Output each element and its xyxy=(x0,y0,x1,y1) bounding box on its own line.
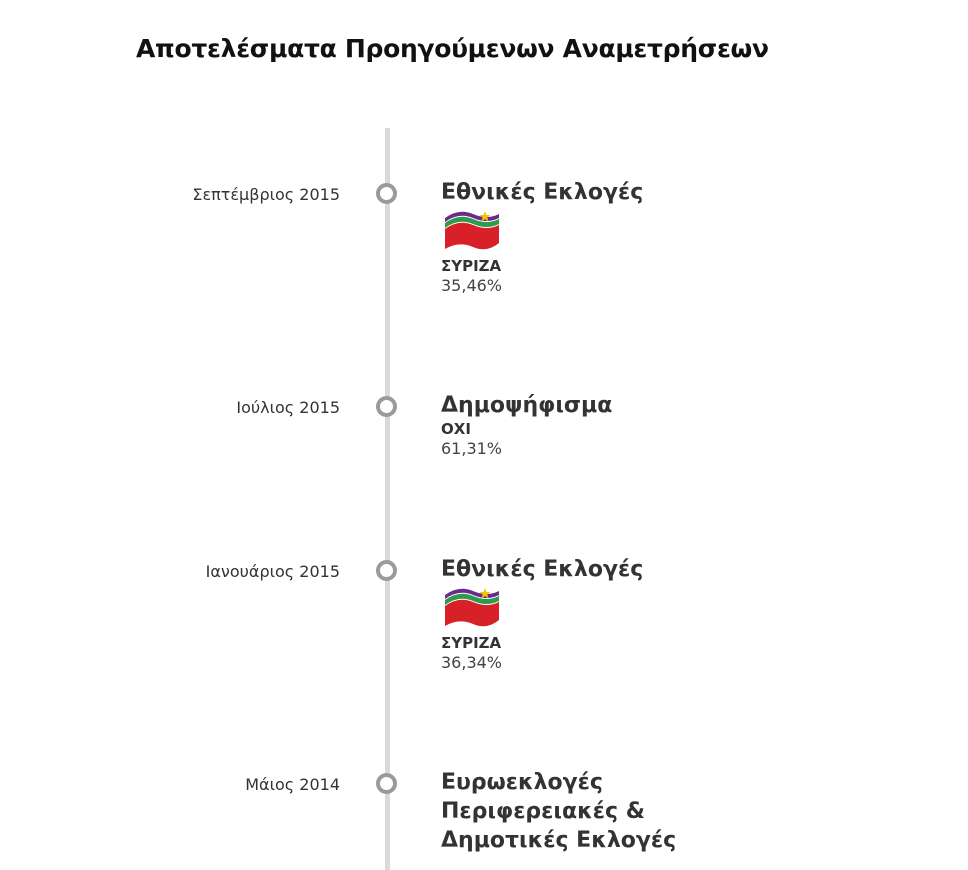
timeline-line xyxy=(385,128,390,870)
entry-body: Δημοψήφισμα ΟΧΙ 61,31% xyxy=(441,393,861,458)
result-label: ΟΧΙ xyxy=(441,420,471,438)
entry-body: Ευρωεκλογές Περιφερειακές & Δημοτικές Εκ… xyxy=(441,770,861,855)
result-label: ΣΥΡΙΖΑ xyxy=(441,634,502,652)
entry-title[interactable]: Εθνικές Εκλογές xyxy=(441,180,644,205)
timeline-marker-icon xyxy=(376,560,397,581)
timeline-marker-icon xyxy=(376,773,397,794)
result-value: 61,31% xyxy=(441,439,503,458)
timeline-marker-icon xyxy=(376,183,397,204)
entry-body: Εθνικές Εκλογές ΣΥΡΙΖΑ 36,34% xyxy=(441,557,861,672)
page-title: Αποτελέσματα Προηγούμενων Αναμετρήσεων xyxy=(136,34,769,63)
syriza-logo-icon xyxy=(445,211,499,250)
result-value: 35,46% xyxy=(441,276,503,295)
result-label: ΣΥΡΙΖΑ xyxy=(441,257,502,275)
entry-title[interactable]: Ευρωεκλογές Περιφερειακές & Δημοτικές Εκ… xyxy=(441,770,677,853)
entry-date: Μάιος 2014 xyxy=(245,775,340,794)
entry-date: Ιούλιος 2015 xyxy=(236,398,340,417)
entry-body: Εθνικές Εκλογές ΣΥΡΙΖΑ 35,46% xyxy=(441,180,861,295)
timeline-marker-icon xyxy=(376,396,397,417)
entry-title[interactable]: Εθνικές Εκλογές xyxy=(441,557,644,582)
entry-title[interactable]: Δημοψήφισμα xyxy=(441,393,613,418)
result-value: 36,34% xyxy=(441,653,503,672)
entry-date: Σεπτέμβριος 2015 xyxy=(192,185,340,204)
syriza-logo-icon xyxy=(445,588,499,627)
entry-date: Ιανουάριος 2015 xyxy=(205,562,340,581)
